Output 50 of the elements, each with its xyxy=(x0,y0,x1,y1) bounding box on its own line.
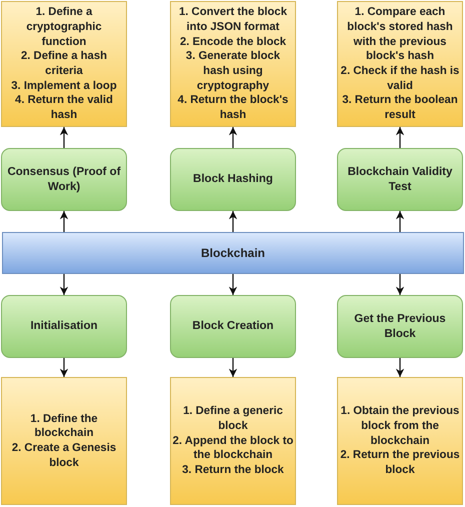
box-text: Get the Previous Block xyxy=(353,312,447,342)
arrow xyxy=(396,211,404,232)
box-text: 1. Define the blockchain xyxy=(29,412,99,441)
box-text: 3. Return the block xyxy=(182,463,284,478)
box-text: 2. Create a Genesis block xyxy=(10,441,118,470)
box-text: 1. Define a cryptographic function xyxy=(25,5,103,50)
box-text: 1. Define a generic block xyxy=(182,404,284,434)
task-list-box xyxy=(1,377,127,505)
box-text: Blockchain Validity Test xyxy=(346,164,454,194)
task-list-box xyxy=(170,377,296,505)
task-list-box xyxy=(1,1,127,127)
box-text: 2. Return the previous block xyxy=(339,448,461,478)
arrow xyxy=(60,211,68,232)
process-box xyxy=(170,295,296,358)
process-box xyxy=(337,295,463,358)
box-text: 4. Return the block's hash xyxy=(176,93,290,123)
arrow xyxy=(60,127,68,148)
arrow xyxy=(396,127,404,148)
arrow xyxy=(396,358,404,377)
arrow xyxy=(60,274,68,295)
box-text: 3. Generate block hash using cryptography xyxy=(184,49,282,94)
arrow xyxy=(228,274,238,295)
process-box xyxy=(337,148,463,211)
box-text: 1. Obtain the previous block from the blockchain xyxy=(340,404,460,448)
task-list-box xyxy=(170,1,296,127)
box-text: 4. Return the valid hash xyxy=(14,93,114,123)
box-text: Block Creation xyxy=(192,319,274,334)
arrow xyxy=(228,211,238,232)
box-text: Initialisation xyxy=(30,319,98,334)
task-list-box xyxy=(337,377,463,505)
box-text: Blockchain xyxy=(200,246,266,260)
box-text: 3. Implement a loop xyxy=(11,78,117,94)
box-text: 1. Convert the block into JSON format xyxy=(178,5,288,35)
box-text: Block Hashing xyxy=(193,172,273,187)
box-text: 2. Append the block to the blockchain xyxy=(172,434,294,463)
task-list-box xyxy=(337,1,463,127)
box-text: 2. Encode the block xyxy=(180,34,286,50)
box-text: 2. Define a hash criteria xyxy=(20,49,108,79)
blockchain-band xyxy=(2,232,464,274)
box-text: Consensus (Proof of Work) xyxy=(6,164,122,194)
box-text: 2. Check if the hash is valid xyxy=(340,64,460,94)
box-text: 3. Return the boolean result xyxy=(341,93,459,123)
arrow xyxy=(228,127,238,148)
box-text: 1. Compare each block's stored hash with the previous block's hash xyxy=(346,5,454,64)
process-box xyxy=(170,148,296,211)
arrow xyxy=(228,358,238,377)
arrow xyxy=(60,358,68,377)
arrow xyxy=(396,274,404,295)
process-box xyxy=(1,148,127,211)
process-box xyxy=(1,295,127,358)
